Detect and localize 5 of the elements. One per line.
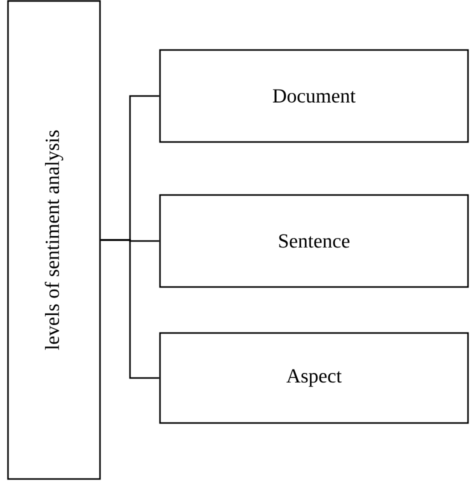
level-box: Document bbox=[159, 49, 469, 143]
level-box: Aspect bbox=[159, 332, 469, 424]
level-box: Sentence bbox=[159, 194, 469, 288]
category-box: levels of sentiment analysis bbox=[7, 0, 101, 480]
connector bbox=[100, 239, 160, 379]
